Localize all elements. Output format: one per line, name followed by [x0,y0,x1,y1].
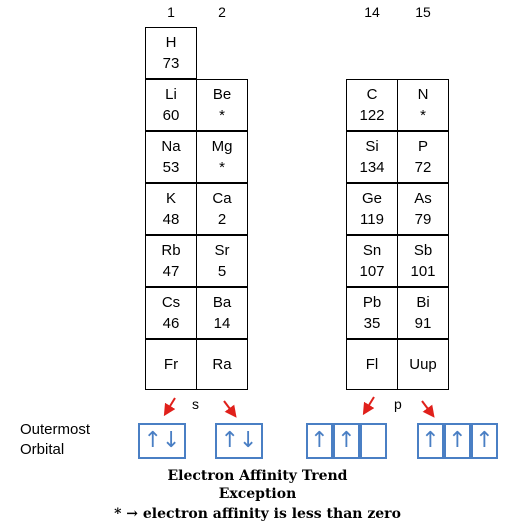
exception-arrow-icon [223,400,237,418]
caption-footnote: * → electron affinity is less than zero [114,506,401,522]
element-cell-be: Be* [196,79,248,131]
group-number-14: 14 [364,4,380,20]
caption-title: Electron Affinity Trend [167,468,348,484]
orbital-box-p-right-1: ↑ [417,423,444,459]
p-block-label: p [394,396,402,412]
s-block-label: s [192,396,199,412]
orbital-box-p-right-3: ↑ [471,423,498,459]
orbital-box-s-right: ↑↓ [215,423,263,459]
element-cell-fl: Fl [346,339,398,390]
group-number-1: 1 [167,4,175,20]
caption-subtitle: Exception [218,486,297,502]
orbital-box-p-left-3 [360,423,387,459]
exception-arrow-icon [163,397,176,417]
group-number-2: 2 [218,4,226,20]
element-cell-uup: Uup [397,339,449,390]
exception-arrow-icon [421,400,435,418]
exception-arrow-icon [362,396,375,416]
orbital-box-p-left-2: ↑ [333,423,360,459]
element-cell-n: N* [397,79,449,131]
orbital-box-s-left: ↑↓ [138,423,186,459]
orbital-box-p-left-1: ↑ [306,423,333,459]
group-number-15: 15 [415,4,431,20]
outermost-orbital-label: Outermost Orbital [20,421,91,458]
element-cell-mg: Mg* [196,131,248,183]
element-cell-fr: Fr [145,339,197,390]
orbital-box-p-right-2: ↑ [444,423,471,459]
element-cell-ra: Ra [196,339,248,390]
